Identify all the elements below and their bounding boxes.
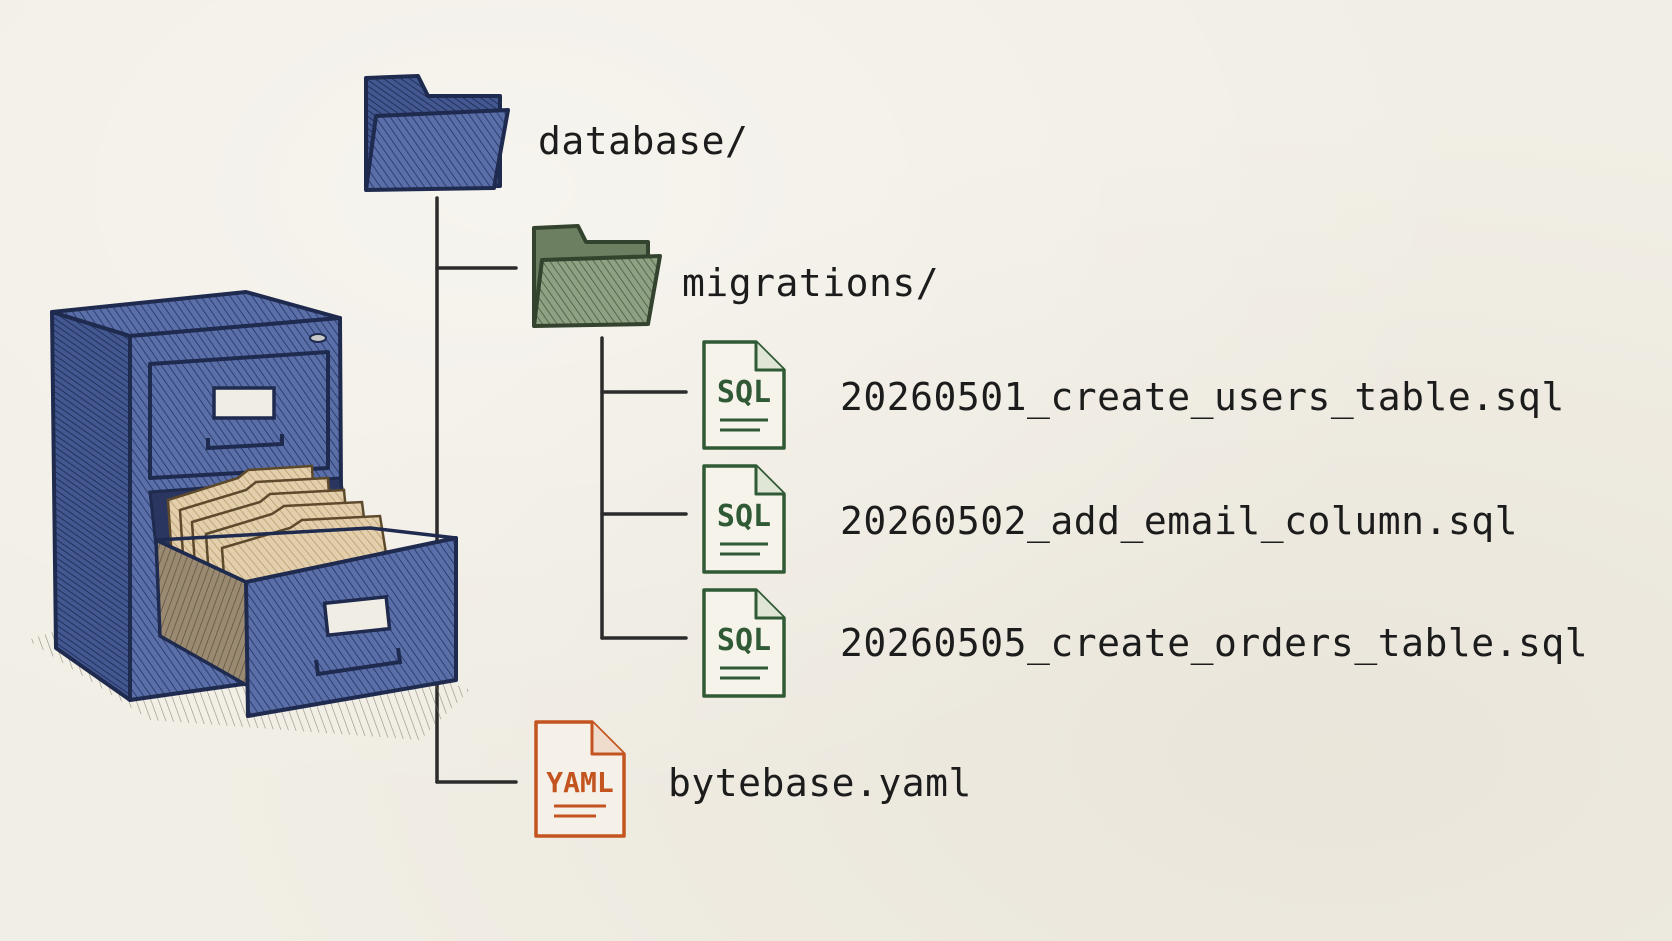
yaml-file-icon bbox=[534, 720, 626, 838]
file-label-1: 20260501_create_users_table.sql bbox=[840, 375, 1565, 419]
sql-tag-1: SQL bbox=[717, 375, 771, 410]
sql-tag-3: SQL bbox=[717, 623, 771, 658]
file-label-2: 20260502_add_email_column.sql bbox=[840, 499, 1518, 543]
filing-cabinet-icon bbox=[28, 290, 470, 740]
sql-file-icon-2 bbox=[702, 464, 786, 574]
migrations-folder-icon bbox=[532, 224, 662, 328]
migrations-folder-label: migrations/ bbox=[682, 261, 940, 305]
yaml-tag: YAML bbox=[546, 766, 613, 799]
sql-tag-2: SQL bbox=[717, 499, 771, 534]
config-file-label: bytebase.yaml bbox=[668, 761, 972, 805]
root-folder-icon bbox=[364, 74, 510, 192]
sql-file-icon-1 bbox=[702, 340, 786, 450]
sql-file-icon-3 bbox=[702, 588, 786, 698]
root-folder-label: database/ bbox=[538, 119, 749, 163]
file-label-3: 20260505_create_orders_table.sql bbox=[840, 621, 1589, 665]
